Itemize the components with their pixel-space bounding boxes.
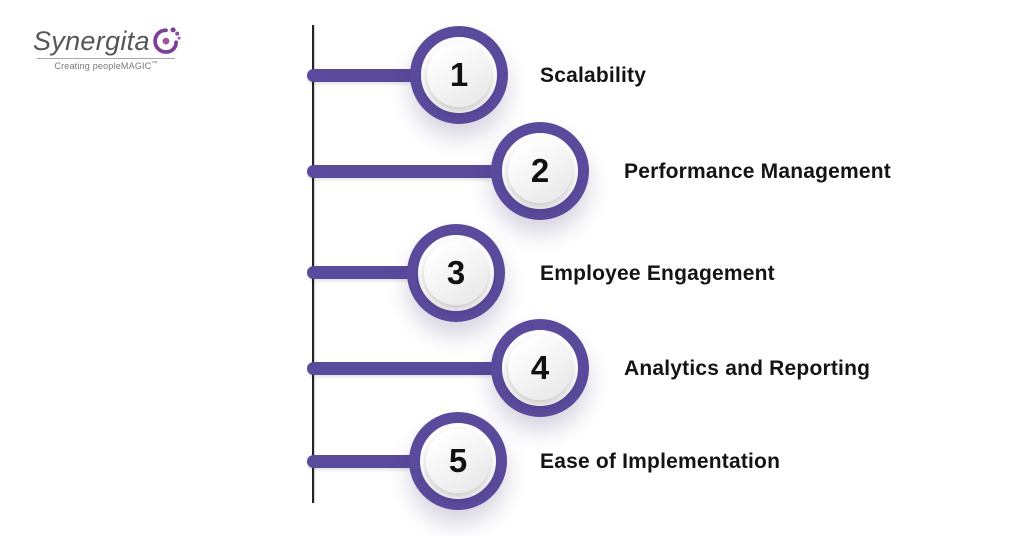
logo: Synergita Creating peopleMAGIC™ [33, 25, 183, 71]
step-number: 4 [508, 336, 572, 400]
trademark-mark: ™ [151, 61, 158, 67]
logo-tagline: Creating peopleMAGIC™ [54, 61, 158, 71]
step-number: 2 [508, 139, 572, 203]
step-circle-5: 5 [409, 412, 507, 510]
step-label-scalability: Scalability [540, 64, 647, 87]
step-circle-2: 2 [491, 122, 589, 220]
step-label-employee-engagement: Employee Engagement [540, 262, 775, 285]
step-circle-3: 3 [407, 224, 505, 322]
step-circle-4: 4 [491, 319, 589, 417]
timeline-spine-line [312, 25, 314, 503]
step-label-ease-of-implementation: Ease of Implementation [540, 450, 781, 473]
step-label-performance-management: Performance Management [624, 160, 891, 183]
logo-divider [37, 58, 175, 59]
step-number: 3 [424, 241, 488, 305]
connector-bar [307, 362, 540, 375]
connector-bar [307, 165, 540, 178]
step-number: 1 [427, 43, 491, 107]
logo-wordmark: Synergita [33, 26, 150, 56]
step-label-analytics-and-reporting: Analytics and Reporting [624, 357, 871, 380]
step-circle-1: 1 [410, 26, 508, 124]
step-number: 5 [426, 429, 490, 493]
logo-swirl-icon [151, 25, 181, 55]
